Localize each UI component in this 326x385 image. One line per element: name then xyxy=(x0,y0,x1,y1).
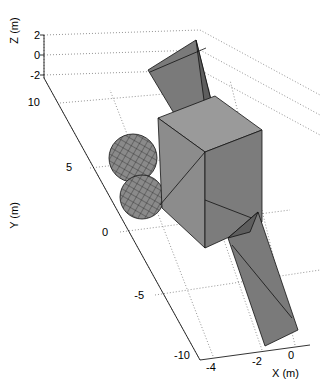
tick-label: -5 xyxy=(134,290,144,301)
axis-lines xyxy=(40,35,310,360)
tick-label: -2 xyxy=(30,70,40,81)
tick-label: 0 xyxy=(34,50,40,61)
tick-label: 2 xyxy=(34,30,40,41)
grid-lines xyxy=(44,30,320,360)
axis-title: X (m) xyxy=(272,368,299,379)
tick-label: -10 xyxy=(174,350,190,361)
axis-title: Y (m) xyxy=(9,202,20,229)
tick-label: -2 xyxy=(252,356,262,367)
tick-label: 5 xyxy=(66,162,72,173)
tick-label: 10 xyxy=(28,97,40,108)
satellite-model xyxy=(109,40,298,346)
tick-label: 0 xyxy=(102,227,108,238)
axis-title: Z (m) xyxy=(8,17,19,43)
tick-label: 0 xyxy=(288,350,294,361)
tick-label: -4 xyxy=(206,362,216,373)
